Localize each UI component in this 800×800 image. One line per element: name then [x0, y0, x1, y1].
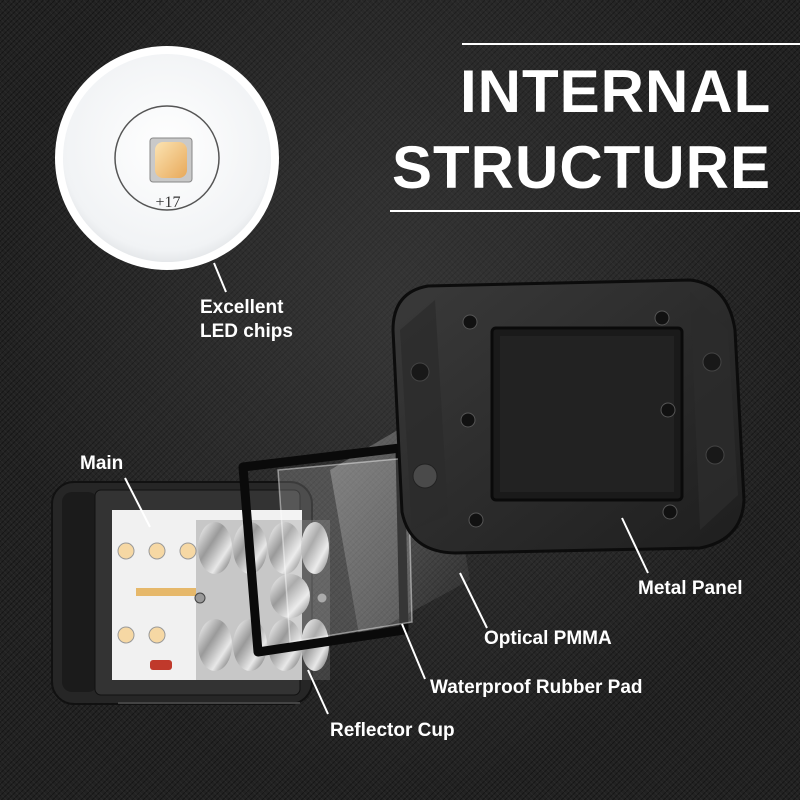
reflector-cup — [301, 522, 329, 574]
panel-screw-hole — [660, 402, 676, 418]
reflector-leader-line — [307, 669, 329, 715]
label-waterproof-rubber-pad: Waterproof Rubber Pad — [430, 677, 643, 698]
housing-side-fin-left — [62, 492, 98, 692]
pcb-led — [179, 542, 197, 560]
label-reflector-cup: Reflector Cup — [330, 720, 455, 741]
panel-vent — [410, 362, 430, 382]
main-leader-line — [124, 477, 151, 528]
led-chips-leader-line — [213, 262, 227, 293]
pcb-led — [117, 626, 135, 644]
title-rule-bottom — [390, 210, 800, 212]
chip-outline-ring — [114, 105, 220, 211]
panel-screw-hole — [460, 412, 476, 428]
title-line-2: STRUCTURE — [392, 134, 771, 201]
pcb-connector — [150, 660, 172, 670]
label-main: Main — [80, 453, 124, 474]
metal-panel-right-tab — [690, 292, 738, 530]
panel-screw-hole — [462, 314, 478, 330]
title-rule-top — [462, 43, 800, 45]
reflector-cup — [270, 574, 310, 618]
optical-pmma — [277, 457, 488, 643]
panel-screw-hole — [654, 310, 670, 326]
reflector-cup — [198, 522, 232, 574]
pcb-led-strip — [136, 588, 196, 596]
label-optical-pmma: Optical PMMA — [484, 628, 612, 649]
reflector-cup — [198, 619, 232, 671]
label-metal-panel: Metal Panel — [638, 578, 743, 599]
pmma-sheet — [277, 457, 413, 643]
panel-vent — [702, 352, 722, 372]
led-chip-magnifier: +17 — [55, 46, 279, 293]
title-line-1: INTERNAL — [460, 58, 772, 125]
reflector-screw — [316, 592, 328, 604]
led-chip-marking: +17 — [155, 194, 180, 211]
rubber-pad-leader-line — [401, 623, 426, 680]
pcb-led — [117, 542, 135, 560]
metal-panel — [391, 278, 746, 574]
metal-panel-leader-line — [621, 517, 649, 574]
panel-vent — [705, 445, 725, 465]
pmma-leader-line — [459, 572, 488, 629]
reflector-cup — [268, 522, 302, 574]
label-led-chips: Excellent LED chips — [200, 297, 293, 342]
metal-panel-window-inner — [500, 336, 674, 492]
panel-breather-plug — [412, 463, 438, 489]
panel-screw-hole — [468, 512, 484, 528]
led-chip-phosphor — [155, 142, 187, 178]
pcb-led — [148, 542, 166, 560]
reflector-screw — [194, 592, 206, 604]
rubber-pad — [238, 443, 426, 680]
panel-screw-hole — [662, 504, 678, 520]
pcb-led — [148, 626, 166, 644]
